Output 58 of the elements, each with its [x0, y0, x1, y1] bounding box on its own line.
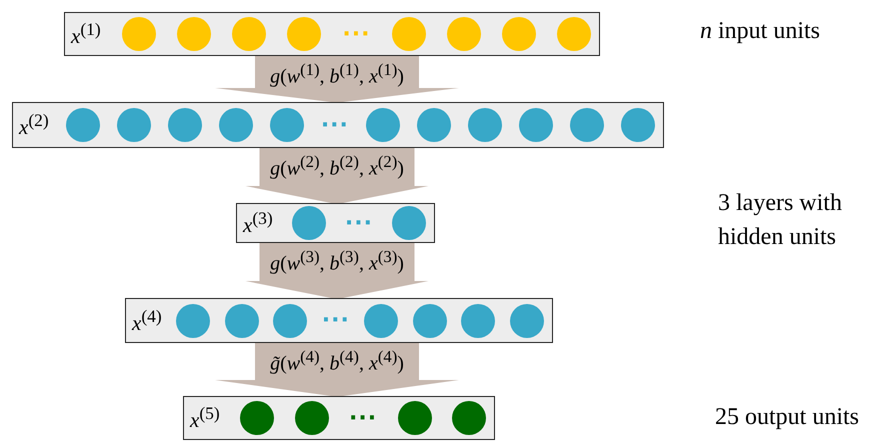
layer-box — [64, 12, 600, 56]
edge-label: g̃(w$^{(4)}$, b$^{(4)}$, x$^{(4)}$) — [270, 347, 404, 376]
unit-circle — [452, 401, 486, 435]
unit-circle — [510, 304, 544, 338]
unit-circle — [392, 17, 426, 51]
annotation-text: n input units — [700, 17, 822, 46]
unit-circle — [556, 17, 591, 51]
unit-circle — [502, 17, 536, 51]
unit-circle — [468, 108, 502, 142]
unit-circle — [518, 108, 553, 142]
layer-label: x$^{(4)}$ — [132, 306, 162, 336]
unit-circle — [392, 206, 426, 240]
arrow — [246, 243, 428, 298]
unit-circle — [270, 108, 304, 142]
ellipsis-dots: ··· — [320, 112, 349, 138]
layer-box — [236, 203, 435, 243]
unit-circle — [364, 304, 398, 338]
edge-label: g(w$^{(2)}$, b$^{(2)}$, x$^{(2)}$) — [270, 152, 404, 181]
annotation-text: 3 layers with hidden units — [718, 189, 843, 252]
unit-circle — [570, 108, 604, 142]
arrow — [215, 56, 459, 102]
ellipsis-dots: ··· — [349, 406, 378, 430]
unit-circle — [366, 108, 400, 142]
layer-label: x$^{(5)}$ — [190, 403, 220, 433]
layer-label: x$^{(2)}$ — [19, 110, 49, 140]
arrow — [215, 343, 459, 396]
edge-label: g(w$^{(3)}$, b$^{(3)}$, x$^{(3)}$) — [270, 247, 404, 276]
unit-circle — [232, 17, 266, 51]
layer-box — [12, 102, 664, 148]
layer-label: x$^{(1)}$ — [71, 19, 101, 49]
unit-circle — [122, 17, 156, 51]
unit-circle — [294, 401, 329, 435]
layer-box — [183, 396, 495, 440]
ellipsis-dots: ··· — [344, 210, 373, 236]
unit-circle — [412, 304, 447, 338]
arrow — [246, 148, 428, 203]
unit-circle — [398, 401, 432, 435]
unit-circle — [224, 304, 259, 338]
unit-circle — [461, 304, 496, 338]
unit-circle — [446, 17, 481, 51]
annotation-text: 25 output units — [715, 403, 860, 432]
layer-label: x$^{(3)}$ — [243, 208, 273, 238]
unit-circle — [168, 108, 202, 142]
unit-circle — [176, 17, 211, 51]
unit-circle — [621, 108, 655, 142]
unit-circle — [66, 108, 100, 142]
unit-circle — [273, 304, 308, 338]
edge-label: g(w$^{(1)}$, b$^{(1)}$, x$^{(1)}$) — [270, 60, 404, 89]
unit-circle — [218, 108, 253, 142]
layer-box — [125, 298, 553, 343]
unit-circle — [116, 108, 151, 142]
unit-circle — [176, 304, 210, 338]
unit-circle — [292, 206, 326, 240]
ellipsis-dots: ··· — [342, 22, 370, 46]
unit-circle — [416, 108, 451, 142]
unit-circle — [287, 17, 322, 51]
unit-circle — [240, 401, 274, 435]
ellipsis-dots: ··· — [322, 308, 350, 333]
